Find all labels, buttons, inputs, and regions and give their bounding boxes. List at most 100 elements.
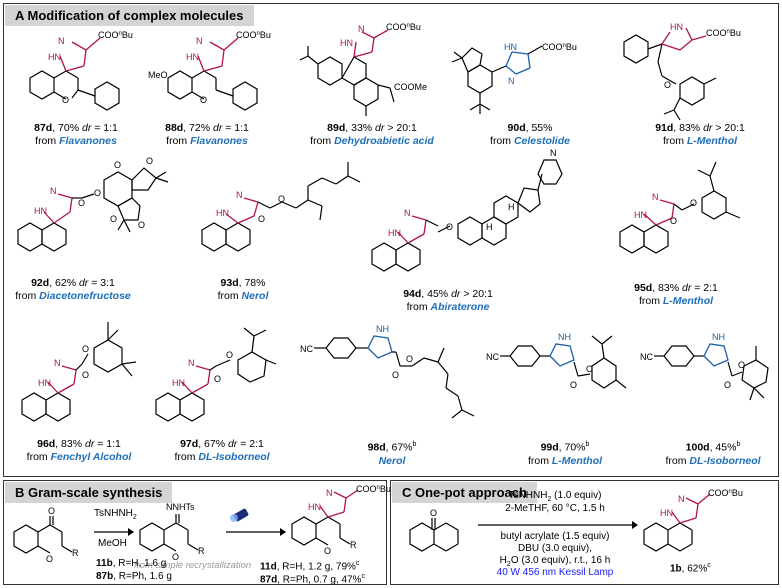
structure-89d: N HN COOnBu COOMe: [299, 22, 427, 116]
ester-label: COOnBu: [706, 28, 741, 38]
atom-nc: NC: [640, 352, 653, 362]
caption-94d: 94d, 45% dr > 20:1 from Abiraterone: [403, 288, 493, 313]
section-a-panel: A Modification of complex molecules: [3, 3, 779, 477]
atom-n: N: [550, 148, 557, 158]
section-a-title: A Modification of complex molecules: [5, 5, 254, 26]
atom-n: N: [678, 494, 685, 504]
atom-hn: HN: [216, 208, 229, 218]
atom-coome: COOMe: [394, 82, 427, 92]
ester-label: COOnBu: [98, 30, 133, 40]
r-group-label: R: [350, 540, 357, 550]
ester-label: COOnBu: [708, 488, 743, 498]
atom-n: N: [236, 190, 243, 200]
caption-99d: 99d, 70%b from L-Menthol: [527, 441, 603, 467]
atom-n: N: [652, 192, 659, 202]
atom-o: O: [446, 222, 453, 232]
atom-o: O: [138, 220, 145, 230]
caption-98d: 98d, 67%b Nerol: [367, 441, 417, 467]
atom-o: O: [214, 374, 221, 384]
structure-99d: NC NH O O: [486, 332, 627, 390]
cond-line-4: DBU (3.0 equiv),: [518, 543, 592, 554]
atom-o: O: [258, 214, 265, 224]
section-b-title: B Gram-scale synthesis: [5, 482, 173, 503]
atom-hn: HN: [388, 228, 401, 238]
arrow-b2: [226, 528, 286, 536]
structure-88d: N HN COOnBu MeO O: [148, 30, 271, 111]
structure-87d: N HN COOnBu O: [29, 30, 133, 111]
cond-line-1: TsNHNH2 (1.0 equiv): [508, 490, 602, 503]
atom-o: O: [82, 370, 89, 380]
ester-label: COOnBu: [386, 22, 421, 32]
left-line-11b: 11b, R=H, 1.6 g: [96, 558, 167, 569]
r-group-label: R: [72, 548, 79, 558]
atom-h: H: [486, 222, 493, 232]
atom-o: O: [724, 380, 731, 390]
structure-100d: NC NH O O: [640, 332, 769, 401]
atom-o: O: [146, 156, 153, 166]
atom-hn: HN: [634, 210, 647, 220]
structure-1b: N HN COOnBu: [643, 488, 743, 552]
structure-pyrazoline-product: N HN COOnBu O R: [291, 484, 391, 556]
cond-line-2: 2-MeTHF, 60 °C, 1.5 h: [505, 503, 605, 514]
arrow-c: [478, 521, 638, 529]
atom-hn: HN: [340, 38, 353, 48]
atom-meo: MeO: [148, 70, 168, 80]
atom-n: N: [404, 208, 411, 218]
atom-nc: NC: [300, 344, 313, 354]
r-group-label: R: [198, 546, 205, 556]
hydrazone-label: NNHTs: [166, 502, 195, 512]
atom-hn: HN: [34, 206, 47, 216]
atom-o: O: [670, 216, 677, 226]
right-line-87d: 87d, R=Ph, 0.7 g, 47%c: [260, 573, 365, 586]
atom-o: O: [200, 95, 207, 105]
caption-100d: 100d, 45%b from DL-Isoborneol: [665, 441, 761, 467]
cond-line-5: H2O (3.0 equiv), r.t., 16 h: [499, 555, 611, 568]
section-c-panel: C One-pot approach: [390, 480, 779, 585]
atom-hn: HN: [172, 378, 185, 388]
atom-hn: HN: [38, 378, 51, 388]
reagent-meoh: MeOH: [98, 538, 127, 549]
atom-o: O: [406, 354, 413, 364]
atom-hn: HN: [504, 42, 517, 52]
atom-o: O: [46, 554, 53, 564]
atom-nh: NH: [558, 332, 571, 342]
product-1b-caption: 1b, 62%c: [670, 562, 711, 575]
structure-93d: N HN O O: [201, 162, 361, 252]
structure-chromanone: O O R: [13, 506, 79, 564]
structure-95d: N HN O O: [619, 161, 741, 254]
atom-n: N: [54, 358, 61, 368]
caption-92d: 92d, 62% dr = 3:1 from Diacetonefructose: [15, 277, 131, 302]
atom-o: O: [172, 552, 179, 562]
structure-90d: HN N COOnBu: [451, 42, 577, 114]
ester-label: COOnBu: [236, 30, 271, 40]
caption-95d: 95d, 83% dr = 2:1 from L-Menthol: [634, 282, 718, 307]
ester-label: COOnBu: [356, 484, 391, 494]
atom-o: O: [78, 198, 85, 208]
atom-o: O: [278, 194, 285, 204]
atom-n: N: [50, 186, 57, 196]
atom-hn: HN: [48, 52, 61, 62]
cond-line-6: 40 W 456 nm Kessil Lamp: [496, 567, 614, 578]
atom-hn: HN: [670, 22, 683, 32]
atom-n: N: [188, 358, 195, 368]
atom-o: O: [48, 506, 55, 516]
section-c-title: C One-pot approach: [392, 482, 537, 503]
arrow-b1: [94, 528, 134, 536]
atom-o: O: [114, 160, 121, 170]
atom-o: O: [62, 95, 69, 105]
left-line-87b: 87b, R=Ph, 1.6 g: [96, 571, 172, 582]
recrystallization-note: from simple recrystallization: [134, 560, 252, 571]
caption-91d: 91d, 83% dr > 20:1 from L-Menthol: [655, 122, 745, 147]
atom-hn: HN: [660, 508, 673, 518]
atom-o: O: [664, 80, 671, 90]
structure-91d: HN COOnBu O: [623, 22, 741, 121]
atom-n: N: [508, 76, 515, 86]
caption-89d: 89d, 33% dr > 20:1 from Dehydroabietic a…: [310, 122, 434, 147]
ester-label: COOnBu: [542, 42, 577, 52]
right-line-11d: 11d, R=H, 1.2 g, 79%c: [260, 560, 360, 573]
atom-o: O: [586, 364, 593, 374]
atom-o: O: [94, 188, 101, 198]
atom-o: O: [570, 380, 577, 390]
structure-tetralone: O: [409, 508, 459, 552]
structure-96d: N HN O O: [21, 322, 137, 422]
